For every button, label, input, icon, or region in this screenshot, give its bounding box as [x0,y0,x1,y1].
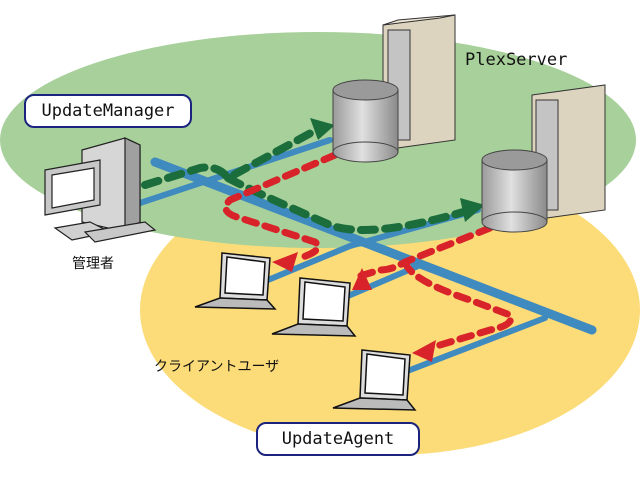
client-users-label: クライアントユーザ [154,359,280,375]
database-2-icon [481,149,548,233]
update-arrow-1 [272,252,298,272]
database-1-icon [332,79,399,163]
update-manager-label: UpdateManager [24,94,192,128]
client-laptop-3-icon [332,349,417,411]
plex-server-label: PlexServer [465,50,568,70]
network-lines [137,137,597,373]
update-agent-label: UpdateAgent [256,422,420,456]
admin-label: 管理者 [72,256,114,272]
update-arrow-3 [412,340,436,362]
plex-server-1-icon [382,14,456,151]
client-laptop-1-icon [194,252,277,310]
admin-pc-icon [44,137,157,243]
distribution-arrow-1 [310,118,335,140]
client-laptop-2-icon [271,277,357,337]
update-arrow-2 [352,268,372,290]
distribution-arrow-2 [460,198,485,222]
update-flow [222,151,515,352]
